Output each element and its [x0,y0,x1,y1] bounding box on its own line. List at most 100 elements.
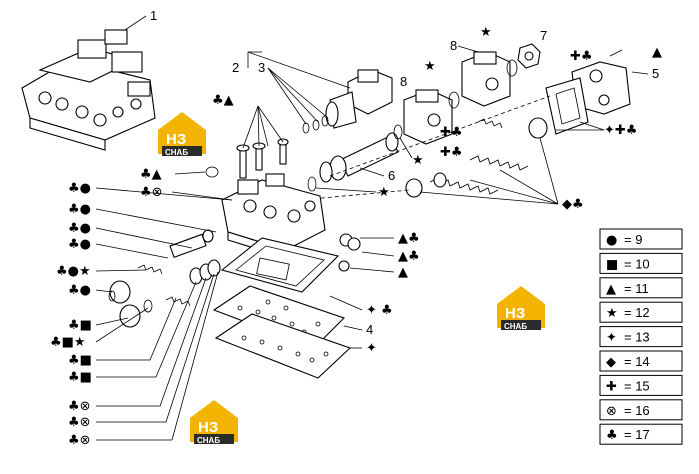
plugs-right [338,233,361,272]
callout-3: 3 [258,60,265,75]
legend-box [599,252,683,274]
left-leader-lines [95,187,233,441]
callout-1: 1 [150,8,157,23]
symbol-diamond-club: ◆♣ [562,197,584,212]
logo-nzsnab-top: НЗ СНАБ [158,112,206,157]
legend-label: = 16 [624,403,650,418]
legend-label: = 14 [624,354,650,369]
callout-6: 6 [388,168,395,183]
legend-label: = 9 [624,232,642,247]
legend-item: ● = 9 [599,228,683,250]
plate-separator [220,237,340,293]
solenoid-valve [325,69,393,129]
part-7-nut [517,43,541,69]
callout-5: 5 [652,66,659,81]
legend-label: = 17 [624,427,650,442]
legend-box [599,326,683,348]
legend-item: ★ = 12 [599,301,683,323]
legend-box [599,374,683,396]
left-list-item-2: ♣● [68,202,91,217]
logo-mark-top: НЗ [166,131,186,148]
legend-box [599,277,683,299]
symbol-triangle-5: ▲ [652,45,662,60]
left-list-item-6: ♣● [68,283,91,298]
symbol-plus-club-center-b: ✚♣ [440,145,463,160]
legend-label: = 12 [624,305,650,320]
part-6-spool [319,132,399,183]
legend-box [599,301,683,323]
legend-item: ▲ = 11 [599,277,683,299]
logo-mark-bottom: НЗ [198,419,218,436]
left-parts [108,229,221,328]
left-list-item-1: ♣● [68,181,91,196]
logo-mark-right: НЗ [505,305,525,322]
legend-label: = 11 [624,281,649,296]
legend-item: ✦ = 13 [599,326,683,348]
symbol-triangle-club-b: ▲♣ [398,249,420,264]
left-list-item-8: ♣■★ [50,335,86,350]
legend-label: = 13 [624,330,650,345]
legend-symbol: ♣ [606,428,618,443]
bolts [236,138,289,179]
logo-nzsnab-bottom: НЗ СНАБ [190,400,238,445]
springs-right: ✚♣ ✚♣ [405,117,548,198]
left-list-item-3: ♣● [68,221,91,236]
plate-bottom [214,313,352,379]
left-list-item-9: ♣■ [68,353,92,368]
legend-item: ✚ = 15 [599,374,683,396]
symbol-club-triangle-top: ♣▲ [212,93,234,108]
symbol-plus-club-5: ✚♣ [570,49,593,64]
legend-item: ■ = 10 [599,252,683,274]
symbol-plus-club-center-a: ✚♣ [440,125,463,140]
symbol-cross-plate: ✦ [366,341,377,356]
left-list-item-5: ♣●★ [56,264,91,279]
legend-symbol: ✚ [606,379,617,394]
logo-word-bottom: СНАБ [197,436,220,445]
symbol-triangle-c: ▲ [398,265,408,280]
legend-label: = 10 [624,256,650,271]
legend-symbol: ▲ [606,282,616,297]
logo-nzsnab-right: НЗ СНАБ [497,286,545,331]
legend-symbol: ■ [606,257,618,272]
part-8-coil-upper [461,51,511,107]
legend-box [599,228,683,250]
logo-word-right: СНАБ [504,322,527,331]
legend-box [599,399,683,421]
part-1-valve-assembly [21,29,156,151]
callout-7: 7 [540,28,547,43]
legend-label: = 15 [624,378,650,393]
left-list-item-13: ♣⊗ [68,433,91,448]
left-list-item-10: ♣■ [68,370,92,385]
symbol-legend: ● = 9 ■ = 10 ▲ = 11 ★ = 12 ✦ = 13 ◆ = 14 ✚ = 15 ⊗ = 16 ♣… [599,228,683,445]
symbol-triangle-club-a: ▲♣ [398,231,420,246]
gasket-5 [545,77,589,135]
left-list-item-4: ♣● [68,237,91,252]
symbol-star-8: ★ [424,59,436,74]
symbol-cross-plus-club-right: ✦✚♣ [604,123,637,138]
symbol-star-6a: ★ [412,153,424,168]
callout-2: 2 [232,60,239,75]
left-symbol-list: ♣● ♣● ♣● ♣● ♣●★ ♣● ♣■ ♣■★ ♣■ ♣■ ♣⊗ ♣⊗ ♣⊗ [50,181,92,448]
legend-symbol: ✦ [606,331,617,346]
legend-item: ♣ = 17 [599,423,683,445]
legend-symbol: ◆ [606,355,616,370]
left-list-item-11: ♣⊗ [68,399,91,414]
symbol-star-7: ★ [480,25,492,40]
left-list-item-7: ♣■ [68,318,92,333]
callout-8-upper: 8 [450,38,457,53]
callout-4: 4 [366,322,373,337]
legend-symbol: ★ [606,306,618,321]
part-8-coil-lower [403,89,453,145]
callout-8-lower: 8 [400,74,407,89]
legend-item: ⊗ = 16 [599,399,683,421]
symbol-club-triangle-left: ♣▲ [140,167,162,182]
central-valve-body [221,173,326,259]
legend-box [599,423,683,445]
legend-symbol: ● [606,233,617,248]
symbol-cross-club-plate: ✦ ♣ [366,303,393,318]
legend-box [599,350,683,372]
left-list-item-12: ♣⊗ [68,415,91,430]
legend-symbol: ⊗ [606,404,617,419]
legend-item: ◆ = 14 [599,350,683,372]
